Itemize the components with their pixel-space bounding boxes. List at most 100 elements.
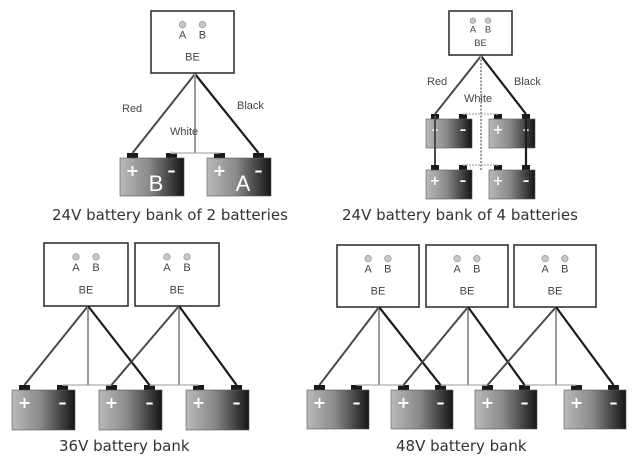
led-a-icon [541, 255, 549, 263]
terminal-label-b: B [561, 264, 568, 276]
positive-terminal [193, 385, 204, 390]
led-b-icon [484, 17, 492, 24]
battery: +– [390, 385, 454, 430]
battery: +– [306, 385, 370, 430]
positive-terminal [314, 385, 325, 390]
negative-terminal [166, 153, 177, 158]
caption-24v-2: 24V battery bank of 2 batteries [52, 206, 288, 224]
battery: +– [11, 385, 76, 431]
minus-sign: – [146, 393, 154, 412]
led-a-icon [469, 17, 477, 24]
battery-letter: B [149, 171, 164, 196]
wire-label-red: Red [122, 103, 142, 115]
led-a-icon [72, 253, 80, 261]
negative-terminal [522, 165, 530, 170]
black-wire [194, 73, 260, 154]
led-b-icon [183, 253, 191, 261]
plus-sign: + [313, 393, 326, 412]
battery-body [474, 389, 538, 430]
battery-body [425, 169, 473, 200]
red-wire-3 [486, 306, 557, 386]
negative-terminal [253, 153, 264, 158]
black-wire-1 [378, 306, 442, 386]
plus-sign: + [192, 393, 205, 412]
black-wire [480, 55, 527, 115]
battery-body [185, 389, 250, 431]
battery-body [488, 169, 536, 200]
monitor-box [134, 242, 220, 307]
led-a-icon [364, 255, 372, 263]
led-b-icon [561, 255, 569, 263]
led-b-icon [384, 255, 392, 263]
black-wire-2 [178, 305, 238, 386]
led-a-icon [163, 253, 171, 261]
negative-terminal [459, 165, 467, 170]
monitor-box [43, 242, 129, 307]
led-a-icon [178, 21, 187, 29]
plus-sign: + [570, 393, 583, 412]
battery: +– [488, 165, 536, 200]
caption-36v: 36V battery bank [59, 437, 190, 455]
positive-terminal [482, 385, 493, 390]
plus-sign: + [493, 123, 504, 138]
battery: +– [488, 114, 536, 149]
battery: +– [563, 385, 627, 430]
plus-sign: + [126, 161, 139, 180]
negative-terminal [57, 385, 68, 390]
terminal-label-a: A [72, 262, 80, 274]
positive-terminal [106, 385, 117, 390]
terminal-label-b: B [384, 264, 391, 276]
minus-sign: – [168, 161, 176, 180]
plus-sign: + [481, 393, 494, 412]
wire-label-black: Black [514, 76, 541, 88]
red-wire-2 [110, 305, 180, 386]
monitor-label: BE [170, 284, 185, 296]
minus-sign: – [610, 393, 618, 412]
battery-body [206, 157, 272, 197]
led-b-icon [473, 255, 481, 263]
negative-terminal [144, 385, 155, 390]
negative-terminal [459, 114, 467, 119]
caption-24v-4: 24V battery bank of 4 batteries [342, 206, 578, 224]
minus-sign: – [437, 393, 445, 412]
terminal-label-a: A [364, 264, 372, 276]
negative-terminal [231, 385, 242, 390]
positive-terminal [214, 153, 225, 158]
positive-terminal [127, 153, 138, 158]
plus-sign: + [213, 161, 226, 180]
terminal-label-b: B [92, 262, 99, 274]
black-wire-3 [555, 306, 615, 386]
battery: +– [425, 165, 473, 200]
plus-sign: + [18, 393, 31, 412]
led-b-icon [92, 253, 100, 261]
negative-terminal [351, 385, 362, 390]
terminal-label-b: B [183, 262, 190, 274]
negative-terminal [519, 385, 530, 390]
battery: +– [474, 385, 538, 430]
plus-sign: + [105, 393, 118, 412]
battery: +– [185, 385, 250, 431]
led-a-icon [453, 255, 461, 263]
wire-label-red: Red [427, 76, 447, 88]
battery: +–A [206, 153, 272, 197]
monitor-label: BE [474, 38, 486, 48]
positive-terminal [19, 385, 30, 390]
monitor-label: BE [460, 286, 475, 298]
red-wire [434, 55, 482, 115]
terminal-label-a: A [453, 264, 461, 276]
battery: +– [98, 385, 163, 431]
battery-body [306, 389, 370, 430]
plus-sign: + [397, 393, 410, 412]
monitor-box [150, 10, 235, 74]
positive-terminal [494, 165, 502, 170]
battery-body [488, 118, 536, 149]
positive-terminal [398, 385, 409, 390]
battery-body [425, 118, 473, 149]
